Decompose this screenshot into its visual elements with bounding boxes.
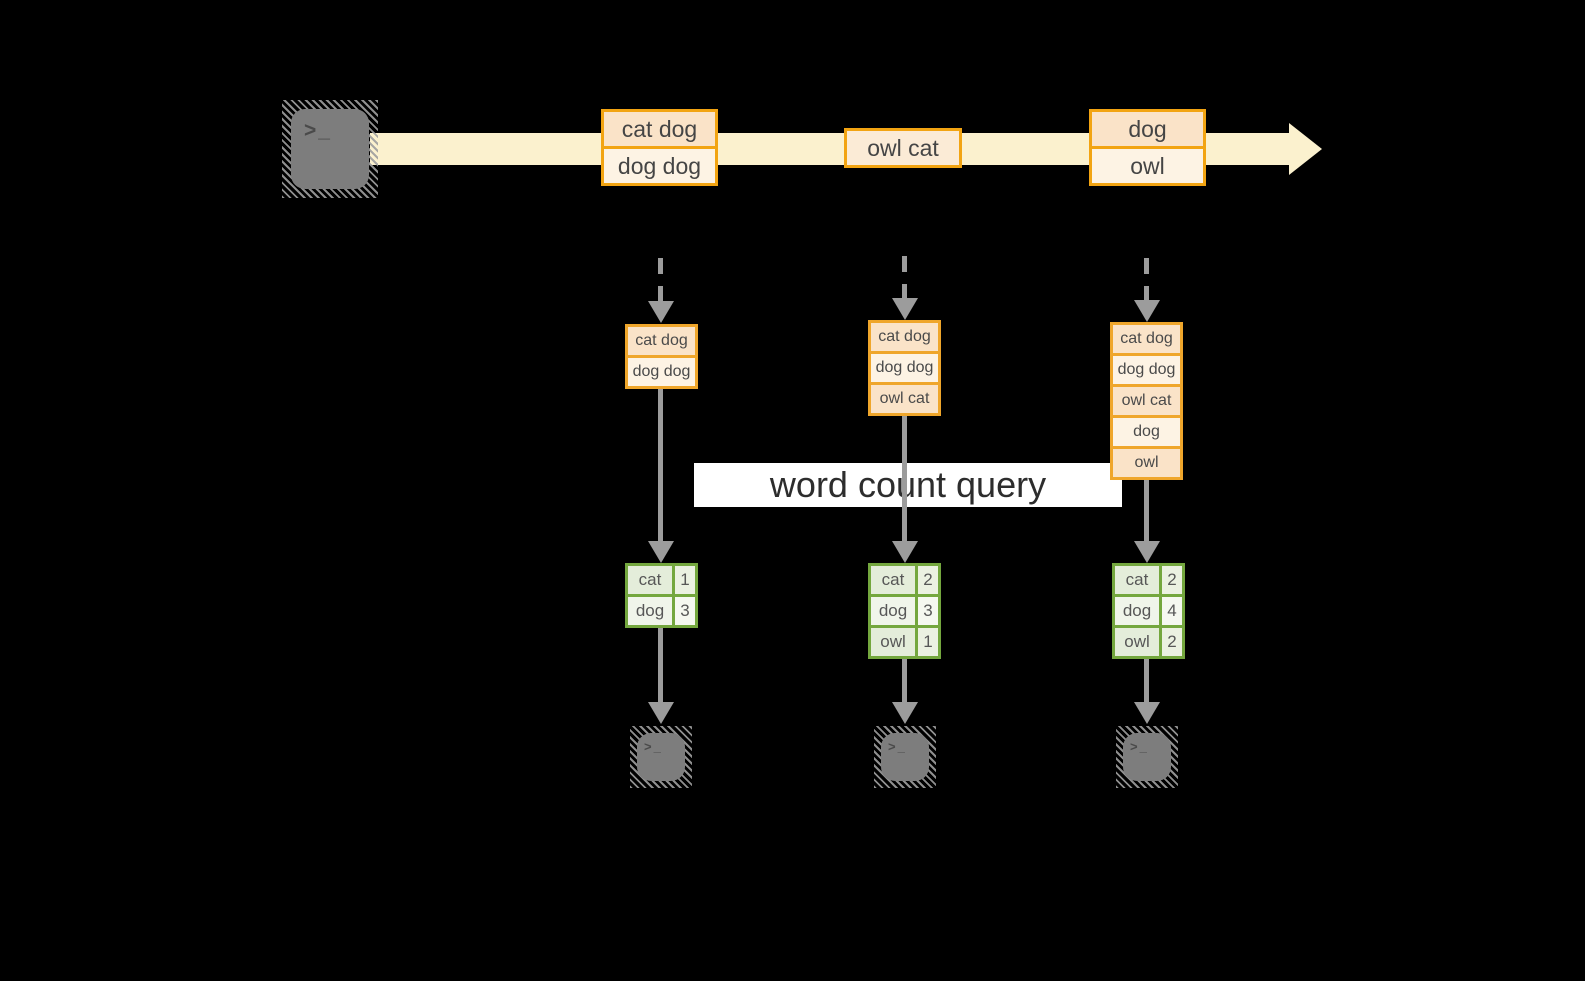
- stack-cell: cat dog: [625, 324, 698, 358]
- word-cell: cat: [1112, 563, 1162, 597]
- dispatch-arrowhead-3: [1134, 300, 1160, 322]
- table-row: cat 2: [868, 563, 941, 597]
- word-count-table-1: cat 1 dog 3: [625, 563, 698, 628]
- count-cell: 4: [1159, 594, 1185, 628]
- terminal-prompt-glyph: >_: [1130, 739, 1149, 754]
- stack-cell: dog: [1110, 415, 1183, 449]
- stream-arrowhead-icon: [1289, 123, 1322, 175]
- word-cell: cat: [625, 563, 675, 597]
- dispatch-arrow-line-2: [902, 256, 907, 300]
- query-label: word count query: [769, 464, 1047, 505]
- word-cell: dog: [625, 594, 675, 628]
- stream-cell: cat dog: [601, 109, 718, 149]
- word-cell: cat: [868, 563, 918, 597]
- dispatch-arrow-line-3: [1144, 258, 1149, 302]
- count-cell: 2: [1159, 625, 1185, 659]
- word-count-table-3: cat 2 dog 4 owl 2: [1112, 563, 1185, 659]
- flow-arrow-line: [1144, 659, 1149, 702]
- flow-arrowhead: [648, 541, 674, 563]
- table-row: cat 2: [1112, 563, 1185, 597]
- word-cell: owl: [868, 625, 918, 659]
- dispatch-arrow-line-1: [658, 258, 663, 302]
- terminal-output-body: >_: [637, 733, 685, 781]
- terminal-output-icon-3: >_: [1116, 726, 1178, 788]
- dispatch-arrowhead-2: [892, 298, 918, 320]
- terminal-prompt-glyph: >_: [304, 119, 332, 142]
- stream-cell: dog dog: [601, 146, 718, 186]
- stream-cell: owl cat: [844, 128, 962, 168]
- word-cell: dog: [868, 594, 918, 628]
- count-cell: 1: [915, 625, 941, 659]
- flow-arrow-line: [658, 628, 663, 702]
- count-cell: 3: [915, 594, 941, 628]
- flow-arrowhead: [892, 702, 918, 724]
- terminal-output-body: >_: [1123, 733, 1171, 781]
- table-row: dog 4: [1112, 594, 1185, 628]
- word-count-table-2: cat 2 dog 3 owl 1: [868, 563, 941, 659]
- table-row: cat 1: [625, 563, 698, 597]
- terminal-source-icon: >_: [282, 100, 378, 198]
- flow-arrow-line: [902, 659, 907, 702]
- stack-cell: dog dog: [625, 355, 698, 389]
- stack-cell: cat dog: [1110, 322, 1183, 356]
- table-row: owl 1: [868, 625, 941, 659]
- word-cell: owl: [1112, 625, 1162, 659]
- terminal-output-body: >_: [881, 733, 929, 781]
- flow-arrow-line: [658, 387, 663, 541]
- count-cell: 2: [915, 563, 941, 597]
- micro-batch-stack-3: cat dog dog dog owl cat dog owl: [1110, 322, 1183, 480]
- flow-arrow-line: [1144, 480, 1149, 541]
- flow-arrowhead: [1134, 541, 1160, 563]
- count-cell: 2: [1159, 563, 1185, 597]
- table-row: dog 3: [625, 594, 698, 628]
- count-cell: 3: [672, 594, 698, 628]
- stack-cell: cat dog: [868, 320, 941, 354]
- stack-cell: owl cat: [868, 382, 941, 416]
- dispatch-arrowhead-1: [648, 301, 674, 323]
- terminal-prompt-glyph: >_: [888, 739, 907, 754]
- query-label-banner: word count query: [694, 463, 1122, 507]
- stream-cell: dog: [1089, 109, 1206, 149]
- terminal-output-icon-2: >_: [874, 726, 936, 788]
- terminal-source-body: >_: [291, 109, 369, 189]
- word-cell: dog: [1112, 594, 1162, 628]
- stack-cell: dog dog: [868, 351, 941, 385]
- flow-arrowhead: [1134, 702, 1160, 724]
- micro-batch-stack-1: cat dog dog dog: [625, 324, 698, 389]
- stream-batch-1: cat dog dog dog: [601, 109, 718, 186]
- flow-arrowhead: [892, 541, 918, 563]
- stack-cell: dog dog: [1110, 353, 1183, 387]
- stream-cell: owl: [1089, 146, 1206, 186]
- stream-batch-3: dog owl: [1089, 109, 1206, 186]
- stream-batch-2: owl cat: [844, 128, 962, 168]
- stack-cell: owl cat: [1110, 384, 1183, 418]
- terminal-prompt-glyph: >_: [644, 739, 663, 754]
- table-row: dog 3: [868, 594, 941, 628]
- flow-arrow-line: [902, 416, 907, 541]
- terminal-output-icon-1: >_: [630, 726, 692, 788]
- flow-arrowhead: [648, 702, 674, 724]
- micro-batch-stack-2: cat dog dog dog owl cat: [868, 320, 941, 416]
- table-row: owl 2: [1112, 625, 1185, 659]
- stack-cell: owl: [1110, 446, 1183, 480]
- count-cell: 1: [672, 563, 698, 597]
